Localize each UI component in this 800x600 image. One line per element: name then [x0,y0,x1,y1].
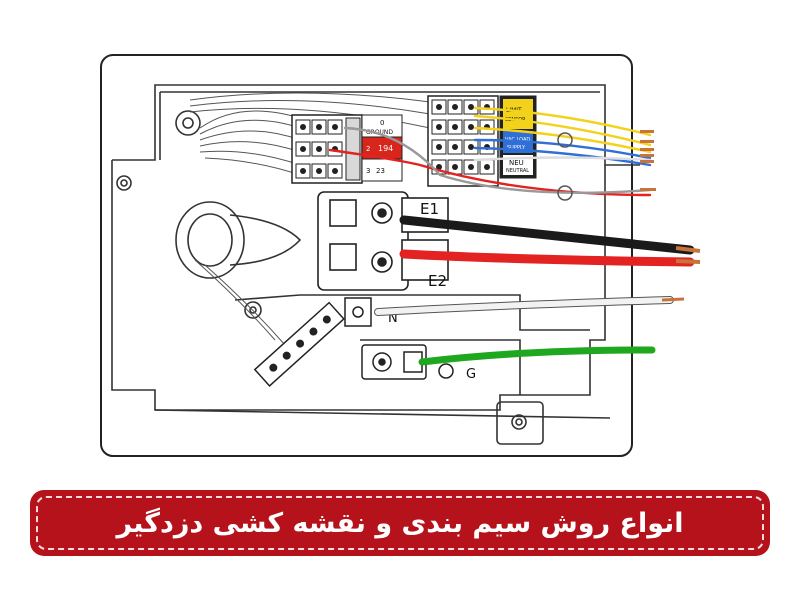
banner-title: انواع روش سیم بندی و نقشه کشی دزدگیر [116,507,684,539]
terminal-label-e1: E1 [420,200,439,218]
power-wire-black [399,215,701,255]
label-row3-val: 23 [376,167,385,175]
signal-wire-bundle [189,92,431,346]
terminal-label-e2: E2 [428,272,447,290]
control-box-housing [111,84,640,445]
ground-terminal [361,344,454,380]
title-banner: انواع روش سیم بندی و نقشه کشی دزدگیر [30,490,770,556]
cable-tie [557,185,573,201]
neutral-terminal-strip [253,301,345,387]
cable-tie [557,132,573,148]
power-wire-red [399,249,701,267]
terminal-label-g: G [466,367,476,382]
label-neu: NEU [509,159,524,167]
label-row2-val: 194 [378,144,393,153]
label-row2-num: 2 [366,145,370,153]
thin-signal-wires [328,106,652,197]
ground-wire-green [418,346,656,366]
neutral-wire-white [374,296,685,316]
left-label-tag: 0 GROUND 2 194 3 23 [361,114,403,182]
left-terminal-block [291,114,363,184]
signal-wire-ends [640,130,656,191]
label-row1: 0 [380,119,384,127]
label-neutral: NEUTRAL [506,168,529,174]
label-row3-num: 3 [366,167,370,175]
neutral-clamp [344,297,372,327]
terminal-label-n: N [388,311,398,326]
main-terminal-e1-e2 [317,191,449,291]
label-ground: GROUND [366,129,393,136]
right-label-tag: LIMIT SENSOR VAC LOAD SUPPLY NEU NEUTRAL [499,95,537,179]
label-vac-supply: SUPPLY [507,145,526,151]
banner-dashed-border [36,496,764,550]
